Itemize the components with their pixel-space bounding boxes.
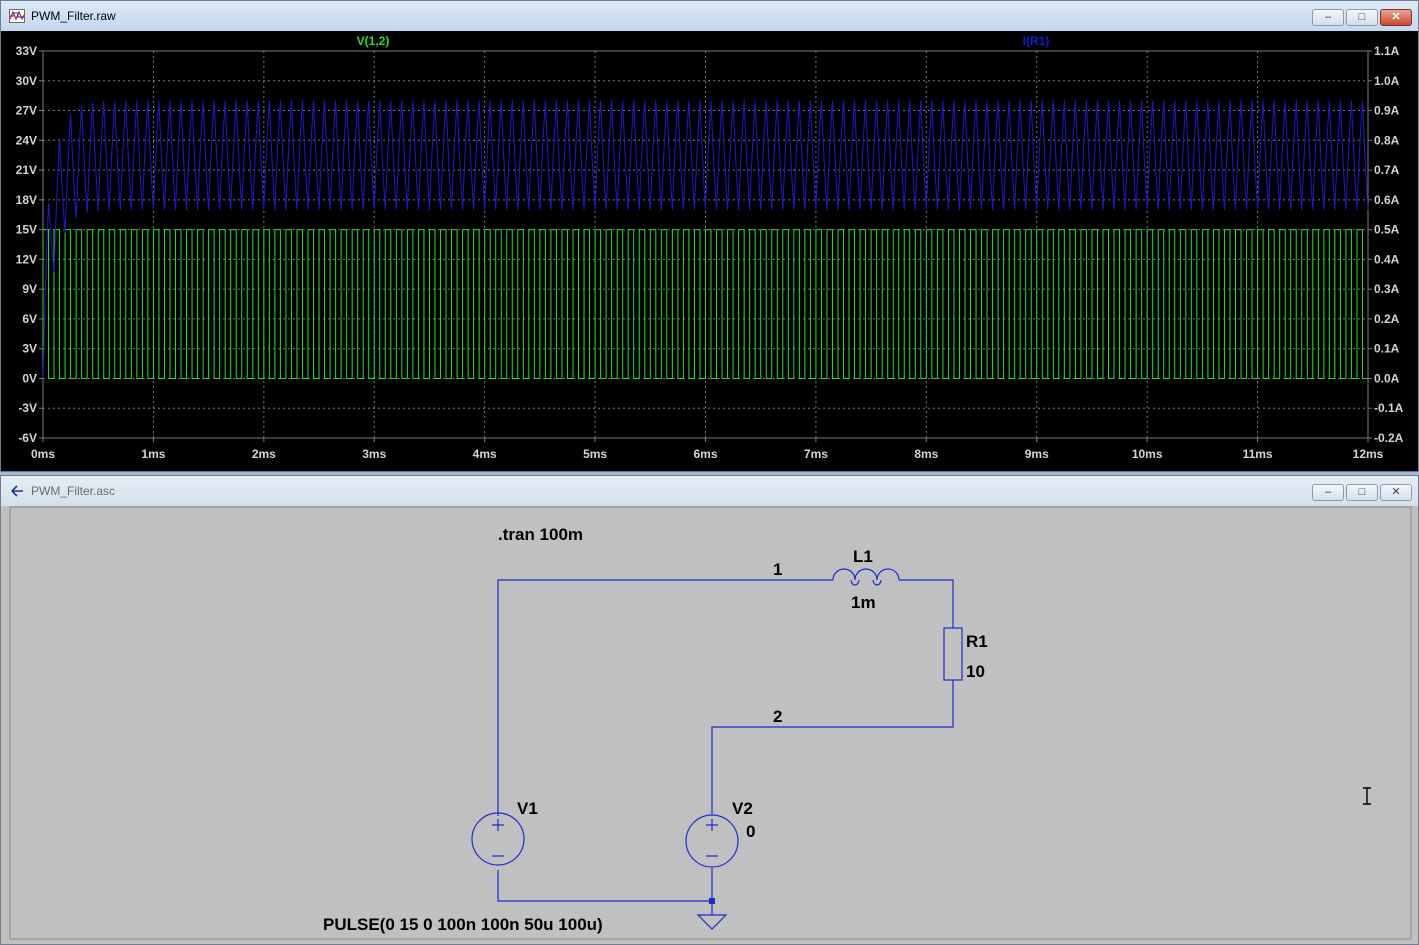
tick-label-y-left: 12V [16, 252, 37, 266]
voltage-source-v2[interactable] [685, 814, 739, 868]
waveform-titlebar[interactable]: PWM_Filter.raw – □ ✕ [1, 1, 1418, 31]
tick-label-y-right: 1.0A [1374, 74, 1400, 88]
restore-icon: □ [1358, 11, 1366, 23]
tick-label-x: 10ms [1132, 447, 1163, 461]
inductor-l1[interactable] [832, 568, 900, 586]
wire-l1-r1[interactable] [899, 579, 954, 628]
tick-label-y-right: 0.1A [1374, 342, 1400, 356]
net-label-1[interactable]: 1 [773, 560, 782, 579]
v1-name[interactable]: V1 [517, 799, 538, 818]
schematic-app-icon [11, 485, 23, 497]
r1-name[interactable]: R1 [966, 632, 988, 651]
v2-name[interactable]: V2 [732, 799, 753, 818]
net-label-2[interactable]: 2 [773, 707, 782, 726]
tick-label-y-left: 15V [16, 223, 37, 237]
close-icon: ✕ [1391, 486, 1401, 498]
tick-label-y-left: 9V [22, 282, 37, 296]
tick-label-y-left: -6V [18, 431, 37, 445]
minimize-icon: – [1324, 11, 1332, 23]
trace-voltage[interactable] [42, 229, 1368, 379]
trace-label-voltage[interactable]: V(1,2) [357, 34, 390, 48]
ground-icon[interactable] [696, 914, 728, 930]
tick-label-y-left: 24V [16, 133, 37, 147]
tick-label-x: 7ms [804, 447, 828, 461]
tick-label-y-left: 30V [16, 74, 37, 88]
tick-label-x: 12ms [1353, 447, 1384, 461]
waveform-window[interactable]: PWM_Filter.raw – □ ✕ 0ms 1ms 2ms 3ms 4ms 5ms 6… [0, 0, 1419, 472]
voltage-source-v1[interactable] [471, 812, 525, 866]
schematic-titlebar[interactable]: PWM_Filter.asc – □ ✕ [1, 476, 1418, 506]
plus-icon [492, 819, 504, 831]
restore-button[interactable]: □ [1346, 484, 1378, 501]
tick-label-x: 2ms [252, 447, 276, 461]
schematic-window-title: PWM_Filter.asc [31, 484, 116, 498]
minimize-icon: – [1324, 486, 1332, 498]
tick-label-y-left: 18V [16, 193, 37, 207]
wire-net-2[interactable] [711, 680, 954, 814]
tick-label-y-right: 1.1A [1374, 44, 1400, 58]
plus-icon [706, 819, 718, 831]
tick-label-x: 3ms [362, 447, 386, 461]
tick-label-x: 4ms [473, 447, 497, 461]
waveform-app-icon [9, 9, 25, 23]
tick-label-y-right: 0.2A [1374, 312, 1400, 326]
close-button[interactable]: ✕ [1380, 484, 1412, 501]
tick-label-y-left: 0V [22, 371, 37, 385]
waveform-plot[interactable]: 0ms 1ms 2ms 3ms 4ms 5ms 6ms 7ms 8ms 9ms 10ms 11ms 12… [1, 31, 1418, 471]
tick-label-y-left: 6V [22, 312, 37, 326]
minimize-button[interactable]: – [1312, 9, 1344, 26]
tick-label-x: 6ms [693, 447, 717, 461]
tick-label-y-left: 21V [16, 163, 37, 177]
tick-label-y-left: -3V [18, 401, 37, 415]
tick-label-y-right: 0.5A [1374, 223, 1400, 237]
schematic-wires[interactable] [497, 579, 954, 915]
wire-ground[interactable] [497, 868, 713, 902]
trace-current[interactable] [42, 100, 1369, 379]
schematic-window[interactable]: PWM_Filter.asc – □ ✕ [0, 475, 1419, 945]
r1-value[interactable]: 10 [966, 662, 985, 681]
tick-label-y-left: 27V [16, 104, 37, 118]
resistor-r1[interactable] [943, 627, 963, 681]
tick-label-y-right: 0.0A [1374, 371, 1400, 385]
tick-label-y-left: 33V [16, 44, 37, 58]
schematic-canvas[interactable]: .tran 100m L1 1m 1 R1 10 2 V1 V2 0 PULSE… [1, 506, 1418, 944]
trace-label-current[interactable]: I(R1) [1023, 34, 1050, 48]
schematic-editor-area[interactable] [9, 506, 1412, 940]
text-cursor-icon [1363, 787, 1371, 805]
tick-label-y-right: 0.6A [1374, 193, 1400, 207]
tick-label-x: 1ms [141, 447, 165, 461]
junction-dot [709, 898, 715, 904]
tick-label-x: 8ms [914, 447, 938, 461]
v2-value[interactable]: 0 [746, 822, 755, 841]
tick-label-y-right: 0.3A [1374, 282, 1400, 296]
tick-label-x: 9ms [1025, 447, 1049, 461]
tick-label-x: 5ms [583, 447, 607, 461]
tick-label-y-left: 3V [22, 342, 37, 356]
tick-label-y-right: 0.8A [1374, 133, 1400, 147]
waveform-window-title: PWM_Filter.raw [31, 9, 116, 23]
restore-icon: □ [1358, 486, 1366, 498]
tick-label-y-right: 0.7A [1374, 163, 1400, 177]
l1-value[interactable]: 1m [851, 593, 876, 612]
close-icon: ✕ [1391, 11, 1401, 23]
tick-label-y-right: -0.1A [1374, 401, 1404, 415]
restore-button[interactable]: □ [1346, 9, 1378, 26]
v1-value[interactable]: PULSE(0 15 0 100n 100n 50u 100u) [323, 915, 603, 934]
tick-label-y-right: 0.9A [1374, 104, 1400, 118]
spice-directive[interactable]: .tran 100m [498, 525, 583, 544]
close-button[interactable]: ✕ [1380, 9, 1412, 26]
l1-name[interactable]: L1 [853, 547, 873, 566]
wire-net-1[interactable] [497, 579, 833, 816]
tick-label-y-right: 0.4A [1374, 252, 1400, 266]
tick-label-x: 11ms [1243, 447, 1273, 461]
tick-label-x: 0ms [31, 447, 55, 461]
tick-label-y-right: -0.2A [1374, 431, 1404, 445]
minimize-button[interactable]: – [1312, 484, 1344, 501]
